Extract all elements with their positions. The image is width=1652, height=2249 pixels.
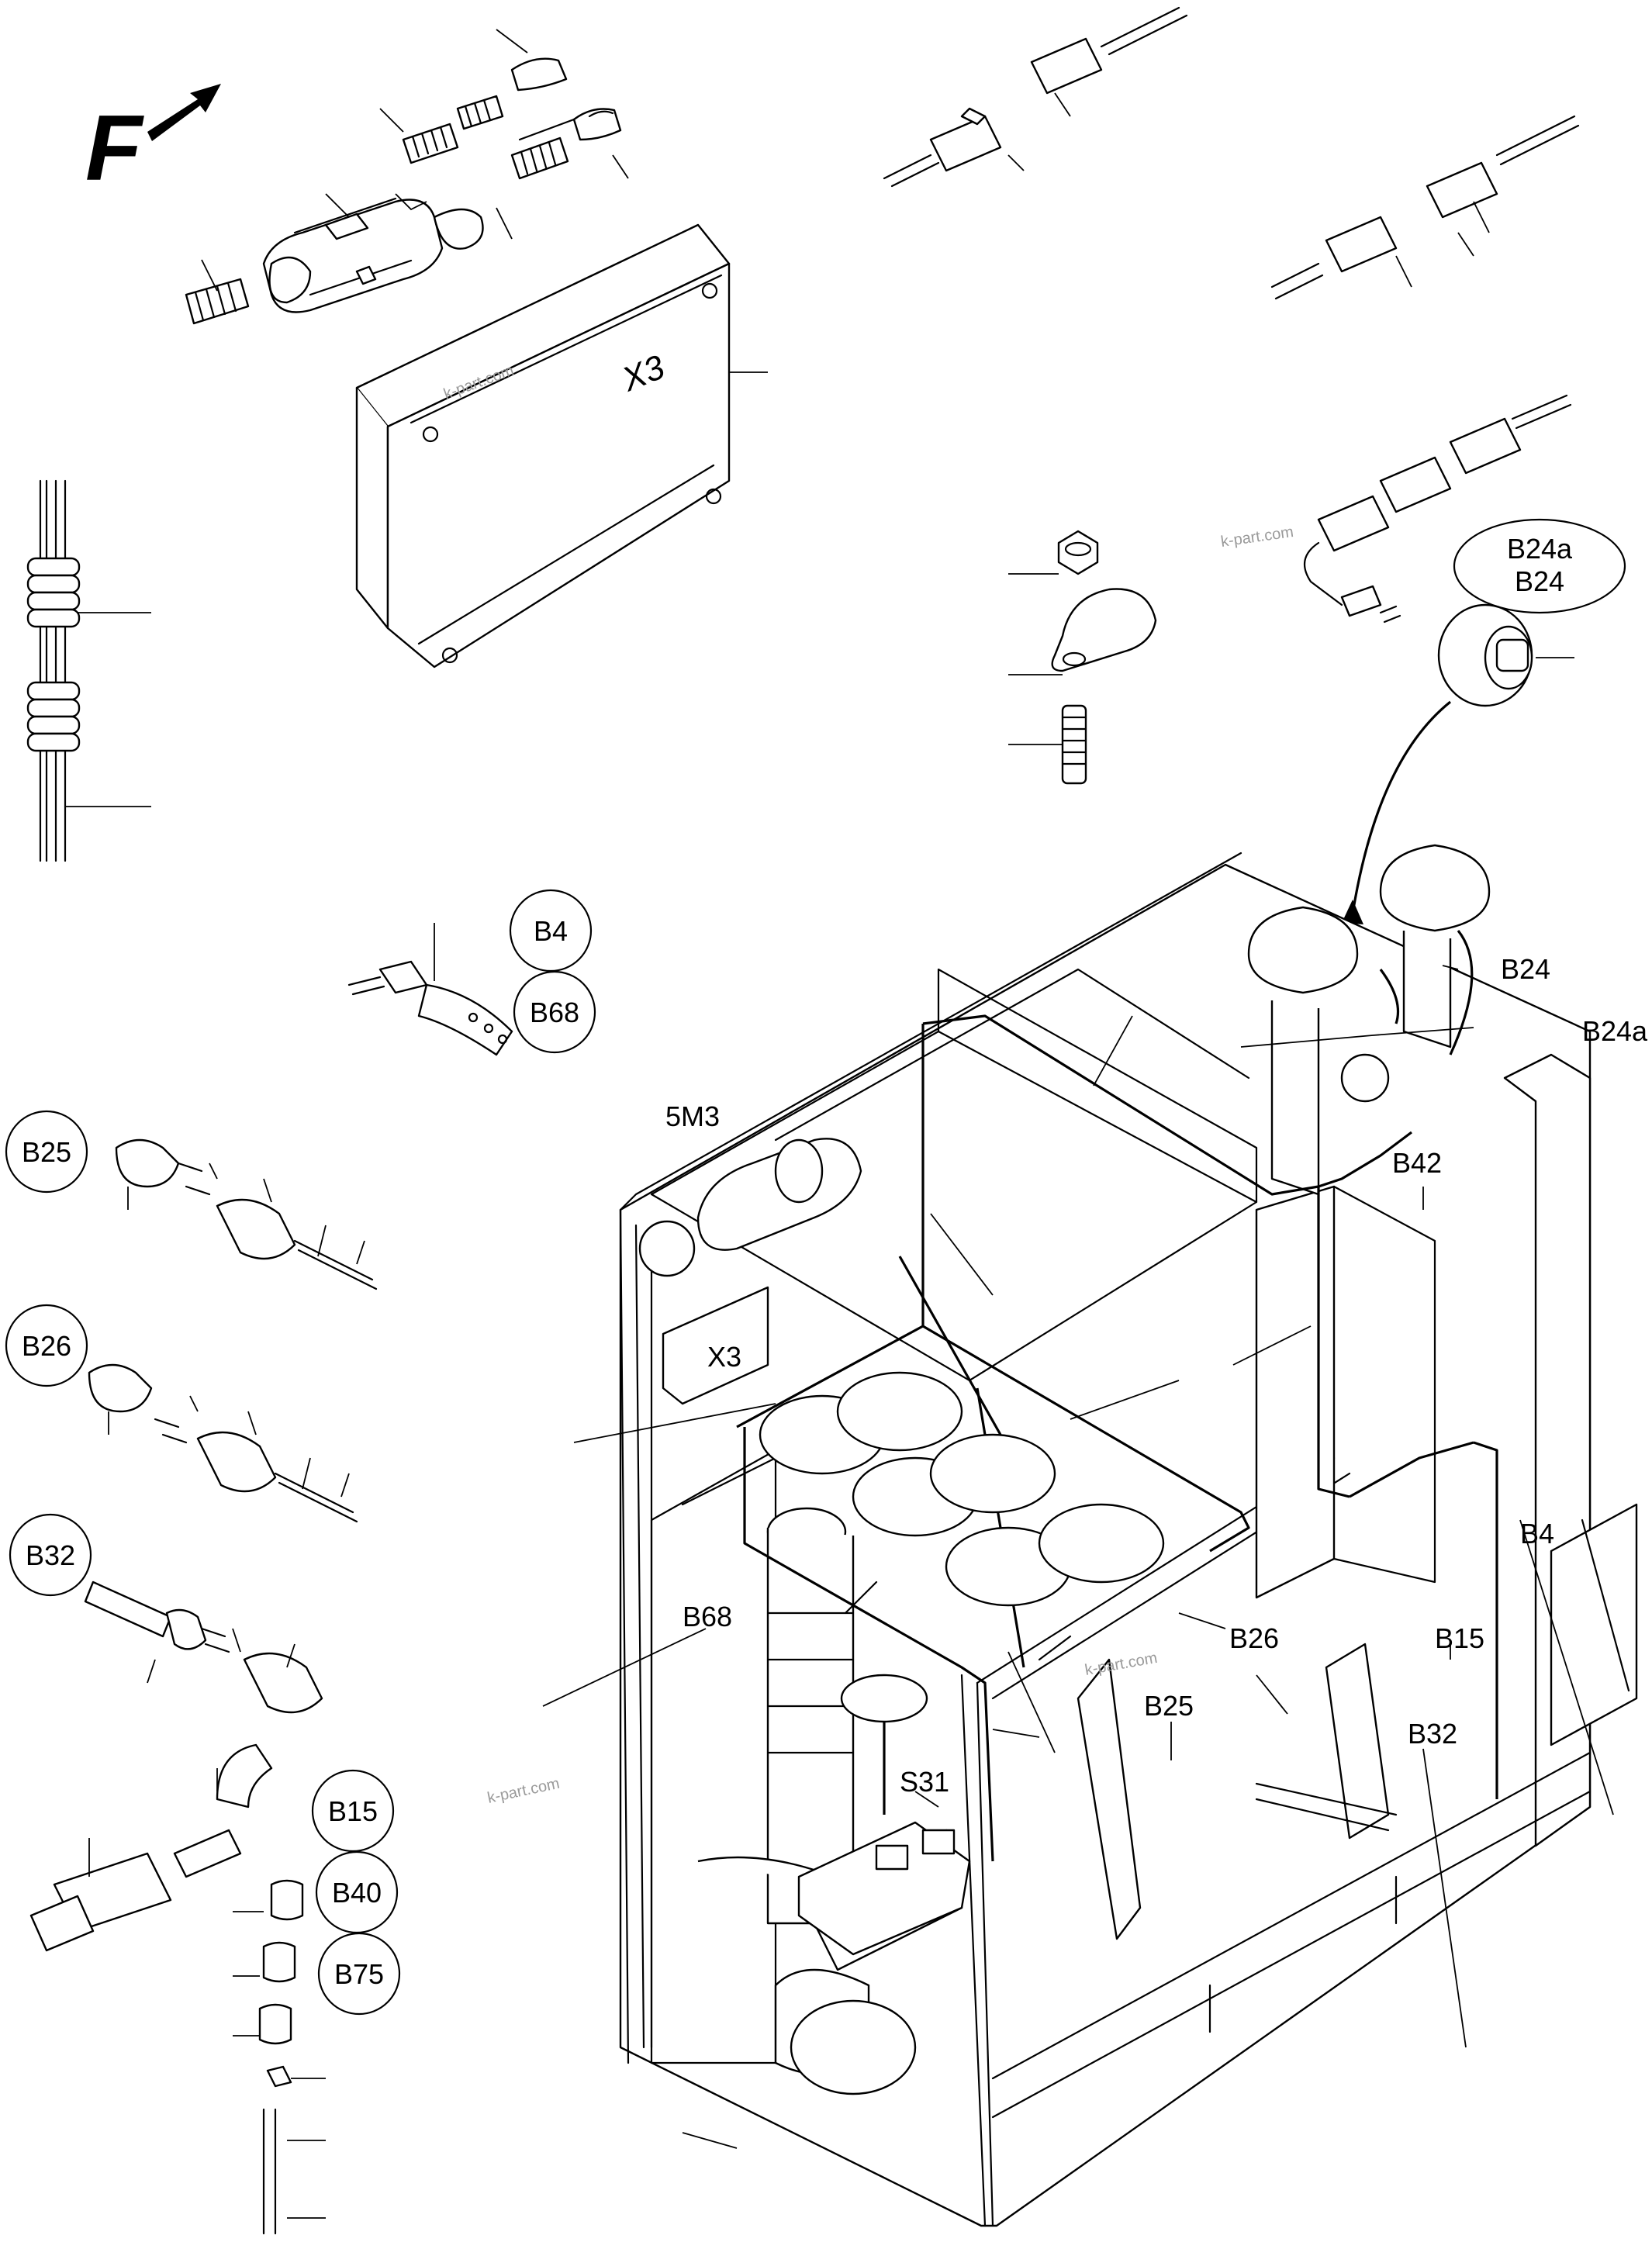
callout-b68-text: B68 bbox=[530, 997, 579, 1028]
sensor-b26-part: B26 bbox=[5, 1304, 358, 1523]
label-leaders bbox=[542, 965, 1614, 2149]
direction-letter: F bbox=[85, 96, 144, 200]
label-b24a: B24a bbox=[1582, 1015, 1648, 1047]
horn-sensor-part bbox=[1342, 603, 1574, 935]
label-b26: B26 bbox=[1229, 1622, 1279, 1654]
callout-b25-text: B25 bbox=[22, 1136, 71, 1168]
direction-arrow-icon bbox=[147, 84, 221, 141]
callout-b40-text: B40 bbox=[332, 1877, 382, 1909]
watermark-mid: k-part.com bbox=[1220, 523, 1295, 551]
callout-b15-text: B15 bbox=[328, 1795, 378, 1827]
label-b32: B32 bbox=[1408, 1718, 1457, 1750]
mixer-pods bbox=[697, 1371, 1165, 2095]
sensor-b15-b40-b75: B15 B40 B75 bbox=[29, 1743, 401, 2235]
callout-b32-text: B32 bbox=[26, 1539, 75, 1571]
sensor-b4-b68: B4 B68 bbox=[347, 889, 596, 1056]
cable-sleeve-assembly bbox=[26, 479, 151, 862]
callout-b26-text: B26 bbox=[22, 1330, 71, 1362]
label-b42: B42 bbox=[1392, 1147, 1442, 1179]
wire-harness bbox=[736, 1014, 1498, 1862]
frame-labels: B24 B24a B42 5M3 X3 B4 B26 B68 B25 B15 B… bbox=[665, 953, 1648, 1798]
label-x3: X3 bbox=[707, 1341, 741, 1373]
callout-b24a-text: B24a bbox=[1507, 533, 1573, 565]
callout-b24-text: B24 bbox=[1515, 565, 1564, 597]
tank-assembly bbox=[1247, 844, 1491, 1196]
label-5m3: 5M3 bbox=[665, 1100, 720, 1132]
junction-box-x3-inside bbox=[662, 1286, 769, 1405]
callout-b75-text: B75 bbox=[334, 1958, 384, 1990]
label-b25: B25 bbox=[1144, 1690, 1194, 1722]
direction-marker: F bbox=[85, 84, 221, 200]
label-b4: B4 bbox=[1520, 1518, 1554, 1549]
label-b15: B15 bbox=[1435, 1622, 1484, 1654]
callout-b4-text: B4 bbox=[534, 915, 568, 947]
junction-box-x3: X3 bbox=[355, 223, 768, 668]
label-b24: B24 bbox=[1501, 953, 1550, 985]
sensor-b25-part: B25 bbox=[5, 1110, 378, 1290]
clamp-hardware bbox=[1008, 530, 1157, 785]
b24-b24a-callout: B24a B24 bbox=[1453, 518, 1626, 614]
label-b68: B68 bbox=[683, 1601, 732, 1632]
watermark-bottom: k-part.com bbox=[486, 1775, 561, 1807]
motor-5m3 bbox=[638, 1138, 862, 1277]
plug-connectors-top-right bbox=[883, 6, 1580, 624]
switch-s31-assembly bbox=[797, 1821, 971, 1956]
label-s31: S31 bbox=[900, 1766, 949, 1798]
sensor-b32-part: B32 bbox=[9, 1513, 323, 1714]
connector-set-top-left bbox=[185, 29, 629, 325]
